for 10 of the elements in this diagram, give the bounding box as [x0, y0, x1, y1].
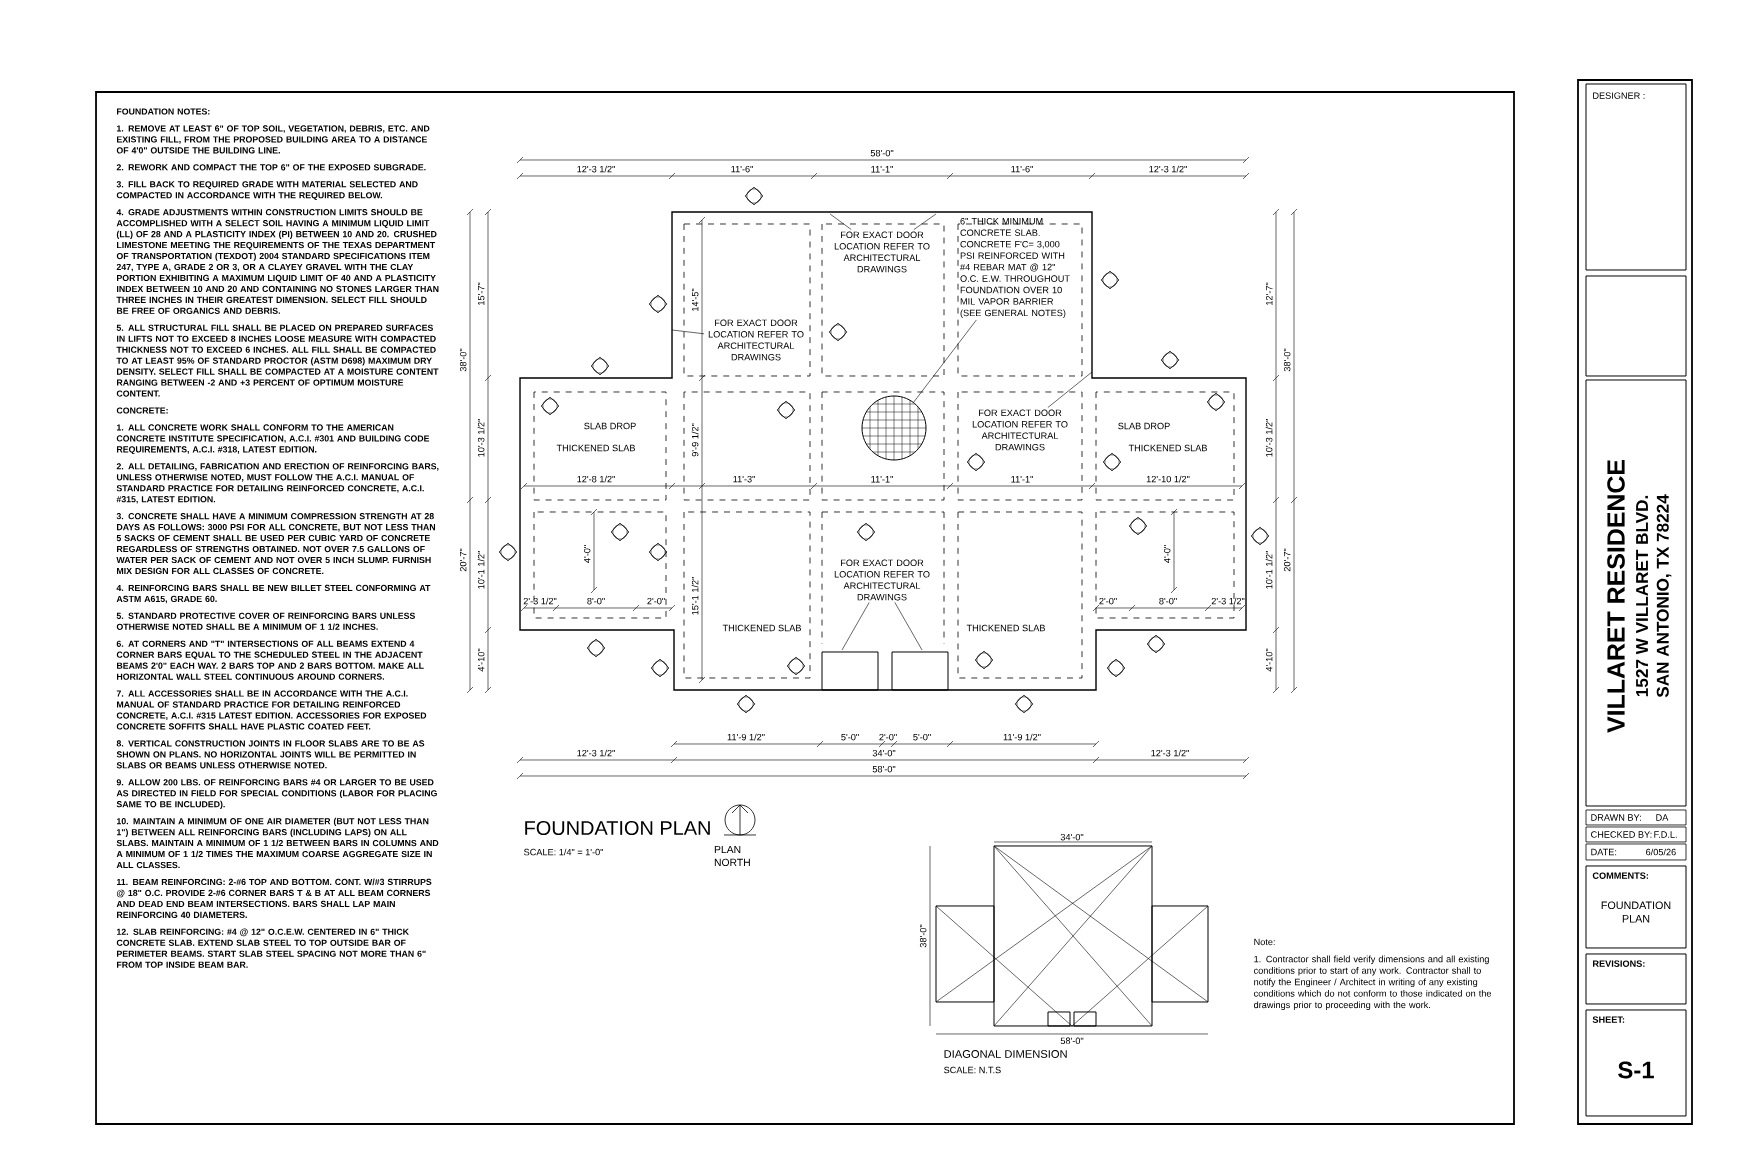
leader-line — [829, 213, 852, 230]
leader-line — [913, 213, 937, 230]
hatched-circle — [861, 395, 927, 461]
leader-line — [1047, 371, 1093, 408]
leader-line — [671, 329, 705, 335]
leader-line — [894, 602, 923, 651]
seal-box — [1585, 275, 1687, 377]
drawing-title: FOUNDATION PLAN — [525, 820, 710, 836]
project-title-box: VILLARET RESIDENCE 1527 W VILLARET BLVD. SAN ANTONIO, TX 78224 — [1585, 379, 1687, 807]
leader-line — [841, 602, 870, 651]
